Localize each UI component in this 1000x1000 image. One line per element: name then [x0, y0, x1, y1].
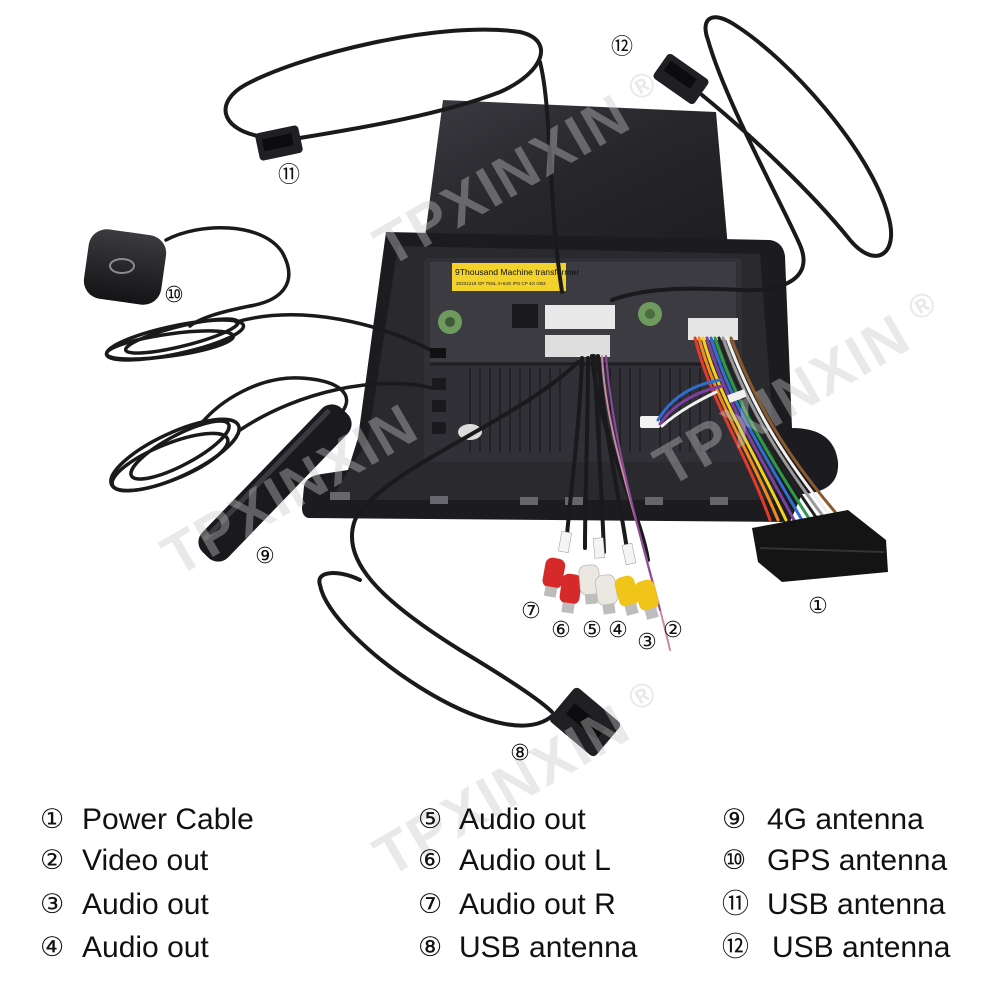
legend-number: ⑩: [722, 845, 747, 876]
rca-plug-body: [594, 574, 618, 606]
rca-plug-red-2: [559, 573, 582, 614]
gps-logo: [109, 258, 135, 274]
power-harness-wires: [656, 336, 844, 522]
gps-antenna-box: [83, 229, 167, 305]
rca-plug-yellow-1: [614, 575, 639, 616]
sticker-title: 9Thousand Machine transformer: [455, 267, 579, 277]
legend-label: Audio out: [459, 803, 586, 836]
screen-back-panel: [424, 100, 728, 248]
white-connector-lower: [545, 335, 610, 357]
callout-1: ①: [808, 594, 828, 619]
gps-cable-10: [104, 225, 440, 362]
rca-plug-tip: [602, 603, 616, 615]
rca-plug-body: [614, 575, 639, 607]
legend-label: GPS antenna: [767, 844, 948, 877]
legend-number: ⑫: [722, 932, 749, 963]
white-connector-harness: [688, 318, 738, 340]
legend-number: ①: [40, 804, 65, 835]
callout-3: ③: [637, 630, 657, 655]
legend-number: ②: [40, 845, 65, 876]
rca-plug-body: [634, 579, 659, 611]
callout-12: ⑫: [610, 35, 634, 60]
rca-plug-tip: [644, 607, 659, 620]
legend-item: ⑤ Audio out: [418, 803, 678, 837]
usb-cable-11: [223, 27, 564, 294]
4g-cable-9: [109, 376, 434, 493]
legend-number: ⑤: [418, 804, 443, 835]
legend-label: USB antenna: [772, 931, 951, 964]
side-ports: [432, 378, 446, 434]
product-photo: 9Thousand Machine transformer 20231218 G…: [83, 15, 894, 757]
legend-label: Audio out: [82, 888, 209, 921]
legend-label: 4G antenna: [767, 803, 924, 836]
legend-item: ② Video out: [40, 844, 300, 878]
white-connector-upper: [545, 305, 615, 329]
legend-item: ⑥ Audio out L: [418, 844, 678, 878]
legend-item: ⑨ 4G antenna: [722, 803, 982, 837]
callout-8: ⑧: [510, 741, 530, 766]
legend-number: ⑨: [722, 804, 747, 835]
rca-plug-body: [542, 557, 566, 589]
green-connector-left-core: [445, 317, 455, 327]
model-sticker: [452, 263, 566, 291]
callout-10: ⑩: [164, 283, 184, 308]
rca-plug-red-1: [542, 557, 566, 598]
legend-number: ⑪: [722, 889, 749, 920]
legend-item: ⑩ GPS antenna: [722, 844, 982, 878]
callout-4: ④: [608, 618, 628, 643]
legend-label: Audio out R: [459, 888, 616, 921]
legend-number: ④: [40, 932, 65, 963]
legend-number: ⑦: [418, 889, 443, 920]
rca-plug-tip: [584, 593, 598, 605]
usb-cable-12: [610, 15, 894, 302]
legend-label: Audio out: [82, 931, 209, 964]
gps-plug: [430, 348, 446, 358]
power-connector: [752, 510, 888, 582]
callout-2: ②: [663, 618, 683, 643]
rca-plug-tip: [543, 585, 558, 598]
cable-labels: [558, 530, 637, 566]
legend-item: ④ Audio out: [40, 931, 300, 965]
small-white-plug: [640, 416, 660, 428]
date-sticker: [458, 424, 482, 440]
legend-label: Power Cable: [82, 803, 254, 836]
legend-item: ③ Audio out: [40, 888, 300, 922]
legend-number: ③: [40, 889, 65, 920]
legend-label: Video out: [82, 844, 209, 877]
legend-label: Audio out L: [459, 844, 611, 877]
legend-label: USB antenna: [459, 931, 638, 964]
usb-port-12: [663, 60, 697, 89]
legend-item: ⑦ Audio out R: [418, 888, 678, 922]
legend-item: ① Power Cable: [40, 803, 300, 837]
callout-5: ⑤: [582, 618, 602, 643]
legend-number: ⑧: [418, 932, 443, 963]
usb-port-11: [261, 133, 294, 152]
legend-label: USB antenna: [767, 888, 946, 921]
rca-plug-white-2: [594, 574, 618, 615]
rca-wires: [564, 354, 671, 651]
rca-plug-tip: [561, 602, 575, 614]
usb-cable-8: [317, 360, 580, 728]
callout-7: ⑦: [521, 599, 541, 624]
legend-item: ⑫ USB antenna: [722, 931, 982, 965]
frame-tabs: [330, 492, 728, 505]
legend-item: ⑪ USB antenna: [722, 888, 982, 922]
rca-plug-yellow-2: [634, 579, 659, 620]
black-port: [512, 304, 538, 328]
power-connector-seam: [759, 547, 885, 553]
4g-antenna-highlight: [203, 409, 331, 541]
legend-number: ⑥: [418, 845, 443, 876]
sticker-detail: 20231218 GP T5SL 4+64G IPS CP 4G GB3: [456, 281, 546, 286]
harness-clip: [727, 389, 747, 403]
legend-item: ⑧ USB antenna: [418, 931, 678, 965]
callout-9: ⑨: [255, 544, 275, 569]
rca-plug-tip: [624, 603, 639, 616]
rca-plug-white-1: [578, 564, 601, 605]
callout-6: ⑥: [551, 618, 571, 643]
4g-antenna-body: [198, 404, 352, 562]
callout-11: ⑪: [277, 163, 301, 188]
rca-plug-body: [559, 573, 582, 605]
green-connector-right-core: [645, 309, 655, 319]
usb-port-8: [565, 703, 606, 740]
